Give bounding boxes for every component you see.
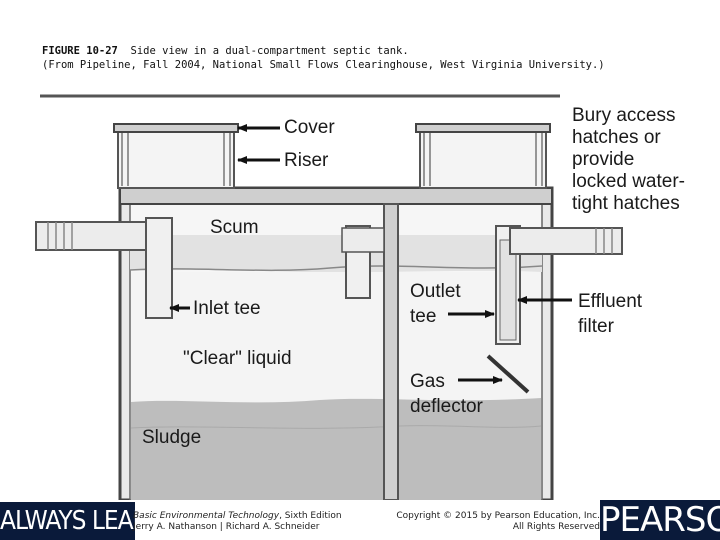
- copyright-notice: Copyright © 2015 by Pearson Education, I…: [396, 511, 600, 533]
- figure-number: FIGURE 10-27: [42, 45, 118, 57]
- book-citation: Basic Environmental Technology, Sixth Ed…: [133, 511, 342, 533]
- label-clear-liquid: "Clear" liquid: [183, 348, 292, 369]
- inlet-pipe: [35, 221, 163, 251]
- scum-layer: [130, 235, 542, 273]
- figure-source: (From Pipeline, Fall 2004, National Smal…: [42, 59, 605, 71]
- rights-text: All Rights Reserved: [512, 522, 600, 532]
- inlet-tee: [145, 217, 173, 319]
- label-inlet-tee: Inlet tee: [193, 298, 261, 319]
- label-gas-line-1: Gas: [410, 371, 445, 392]
- book-title: Basic Environmental Technology: [133, 511, 280, 521]
- figure-title: Side view in a dual-compartment septic t…: [130, 45, 409, 57]
- label-gas-line-2: deflector: [410, 396, 483, 417]
- label-scum: Scum: [210, 217, 259, 238]
- label-effluent-line-2: filter: [578, 316, 614, 337]
- clear-liquid: [131, 272, 541, 402]
- book-edition: , Sixth Edition: [279, 511, 342, 521]
- label-bury-line-2: hatches or: [572, 127, 661, 148]
- outlet-pipe: [509, 227, 623, 255]
- label-bury-line-3: provide: [572, 149, 635, 170]
- gas-deflector: [486, 354, 530, 394]
- label-bury-line-5: tight hatches: [572, 193, 680, 214]
- right-riser: [419, 127, 547, 189]
- label-outlet-line-2: tee: [410, 306, 437, 327]
- sludge-layer: [131, 398, 541, 500]
- label-bury-line-4: locked water-: [572, 171, 685, 192]
- pearson-logo: PEARSON: [600, 500, 720, 540]
- left-cover: [113, 123, 239, 133]
- septic-tank-diagram: [35, 94, 623, 500]
- right-cover: [415, 123, 551, 133]
- label-bury-line-1: Bury access: [572, 105, 676, 126]
- figure-caption: FIGURE 10-27 Side view in a dual-compart…: [42, 44, 605, 72]
- label-riser: Riser: [284, 150, 329, 171]
- label-sludge: Sludge: [142, 427, 202, 448]
- left-riser: [117, 127, 235, 189]
- label-effluent-line-1: Effluent: [578, 291, 643, 312]
- compartment-wall: [383, 203, 399, 500]
- effluent-filter: [499, 239, 517, 341]
- copyright-text: Copyright © 2015 by Pearson Education, I…: [396, 511, 600, 521]
- label-outlet-line-1: Outlet: [410, 281, 461, 302]
- label-cover: Cover: [284, 117, 335, 138]
- book-authors: Jerry A. Nathanson | Richard A. Schneide…: [133, 522, 320, 532]
- always-learning-logo: ALWAYS LEARNING: [0, 502, 135, 540]
